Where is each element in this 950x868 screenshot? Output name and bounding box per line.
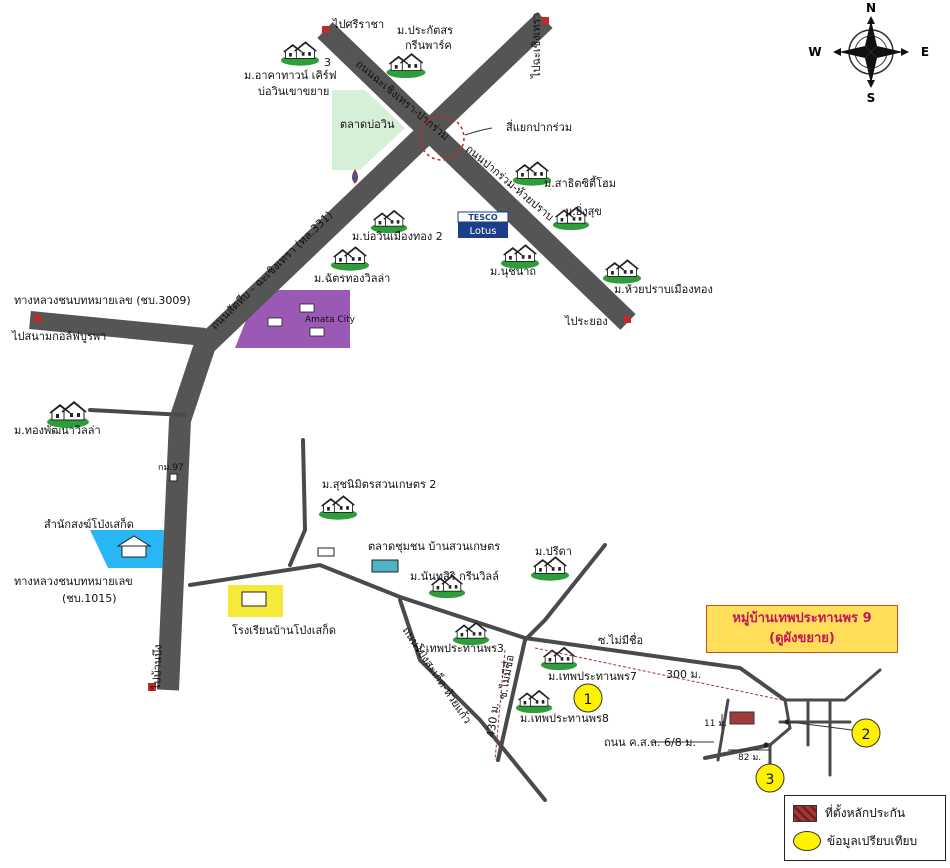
road-end-rayong (624, 316, 631, 323)
legend-row-comparison: ข้อมูลเปรียบเทียบ (793, 830, 917, 852)
comparison-swatch (793, 831, 821, 851)
label-chatthong: ม.ฉัตรทองวิลล่า (314, 272, 390, 285)
label-highway-1015-a: ทางหลวงชนบทหมายเลข (14, 575, 133, 588)
label-amata: Amata City (305, 315, 356, 325)
label-dist-11: 11 ม. (704, 719, 727, 729)
marker-1: 1 (573, 683, 603, 713)
label-thep8: ม.เทพประทานพร8 (520, 712, 609, 725)
label-huaiprab: ม.ห้วยปราบเมืองทอง (614, 283, 713, 296)
label-unnamed-soi: ซ.ไม่มีชื่อ (598, 632, 643, 647)
compass-s: S (867, 91, 876, 104)
label-thep7: ม.เทพประทานพร7 (548, 670, 637, 683)
amata-buildings (267, 303, 325, 337)
label-dist-82: 82 ม. (738, 753, 761, 763)
village-title-box: หมู่บ้านเทพประทานพร 9 (ดูผังขยาย) (706, 605, 898, 653)
collateral-swatch (793, 804, 817, 822)
village-title-line1: หมู่บ้านเทพประทานพร 9 (732, 611, 872, 626)
label-thongpatthana: ม.ทองพัฒนาวิลล่า (14, 424, 101, 437)
label-sieryak: สี่แยกปากร่วม (506, 119, 572, 134)
village-title-line2: (ดูผังขยาย) (769, 631, 835, 646)
label-yingsuk: ม.ยิ่งสุข (565, 203, 602, 218)
compass-n: N (866, 2, 876, 15)
label-nuchanat: ม.นุชนาถ (490, 265, 536, 278)
label-sriracha: ไปศรีราชา (332, 18, 384, 31)
label-chachoengsao: ไปฉะเชิงเทรา (530, 12, 543, 79)
school-building-icon (241, 591, 267, 607)
label-prakutsorn-1: ม.ประกัตสร (397, 24, 453, 37)
label-talad-bowin: ตลาดบ่อวิน (340, 118, 395, 131)
label-highway-1015-b: (ชบ.1015) (62, 592, 117, 605)
dimension-lines (494, 647, 783, 761)
label-athan-1: ม.อาคาทาวน์ เคิร์ฟ (244, 69, 337, 82)
label-rayong: ไประยอง (564, 315, 608, 328)
svg-text:1: 1 (584, 692, 593, 708)
comparison-point-3 (763, 742, 769, 748)
compass-e: E (921, 45, 929, 59)
label-km97: กม.97 (158, 463, 184, 473)
tesco-text: TESCO (468, 213, 498, 222)
collateral-plot (729, 711, 755, 725)
label-golf: ไปสนามกอล์ฟบูรพา (11, 330, 106, 343)
legend: ที่ตั้งหลักประกัน ข้อมูลเปรียบเทียบ (784, 795, 946, 861)
road-end-sriracha (322, 26, 329, 33)
road-end-3009 (34, 315, 41, 322)
marker-2: 2 (851, 718, 881, 748)
label-bowin-muang: ม.บ่อวินเมืองทอง 2 (352, 230, 443, 243)
legend-collateral-label: ที่ตั้งหลักประกัน (825, 805, 906, 820)
market-building-icon (317, 547, 399, 573)
label-dist-300: 300 ม. (666, 668, 701, 681)
label-thep3: ม.เทพประทานพร3 (415, 642, 504, 655)
fuel-station-icon (352, 169, 358, 184)
compass-w: W (808, 45, 821, 59)
label-athan-2: บ่อวินเขาขยาย (258, 85, 329, 98)
road-end-banbueng (148, 683, 156, 691)
label-dist-430: 430 ม. (484, 702, 502, 739)
talad-bowin-area (332, 90, 405, 170)
label-school: โรงเรียนบ้านโป่งเสก็ด (232, 623, 336, 637)
km-post-icon (169, 473, 178, 482)
svg-text:3: 3 (766, 772, 775, 788)
label-preeda: ม.ปรีดา (535, 545, 572, 558)
comparison-point-2 (784, 719, 790, 725)
intersection-marker (419, 115, 465, 161)
compass-rose: N S W E (805, 1, 935, 105)
label-num3: 3 (324, 56, 331, 69)
marker-3: 3 (755, 763, 785, 793)
label-suchanimit: ม.สุชนิมิตรสวนเกษตร 2 (322, 478, 436, 491)
main-roads (29, 12, 636, 691)
label-banbueng: ไปบ้านบึง (150, 644, 165, 691)
label-nanthasiri: ม.นันทสิริ กรีนวิลล์ (410, 570, 499, 583)
lotus-text: Lotus (470, 226, 497, 237)
label-ks-road: ถนน ค.ส.ล. 6/8 ม. (604, 736, 696, 749)
label-sathitcity: ม.สาธิตซิตี้โฮม (544, 175, 616, 190)
secondary-roads (88, 408, 882, 802)
road-end-chachoengsao (542, 17, 549, 24)
tesco-lotus-logo: TESCO Lotus (457, 211, 509, 238)
label-prakutsorn-2: กรีนพาร์ค (405, 39, 452, 52)
legend-comparison-label: ข้อมูลเปรียบเทียบ (827, 833, 918, 848)
legend-row-collateral: ที่ตั้งหลักประกัน (793, 802, 905, 824)
temple-icon (116, 535, 152, 558)
svg-text:2: 2 (862, 727, 871, 743)
label-samnak: สำนักสงฆ์โป่งเสก็ด (44, 517, 134, 531)
label-talad-chumchon: ตลาดชุมชน บ้านสวนเกษตร (368, 540, 500, 553)
label-highway-3009: ทางหลวงชนบทหมายเลข (ชบ.3009) (14, 294, 191, 307)
